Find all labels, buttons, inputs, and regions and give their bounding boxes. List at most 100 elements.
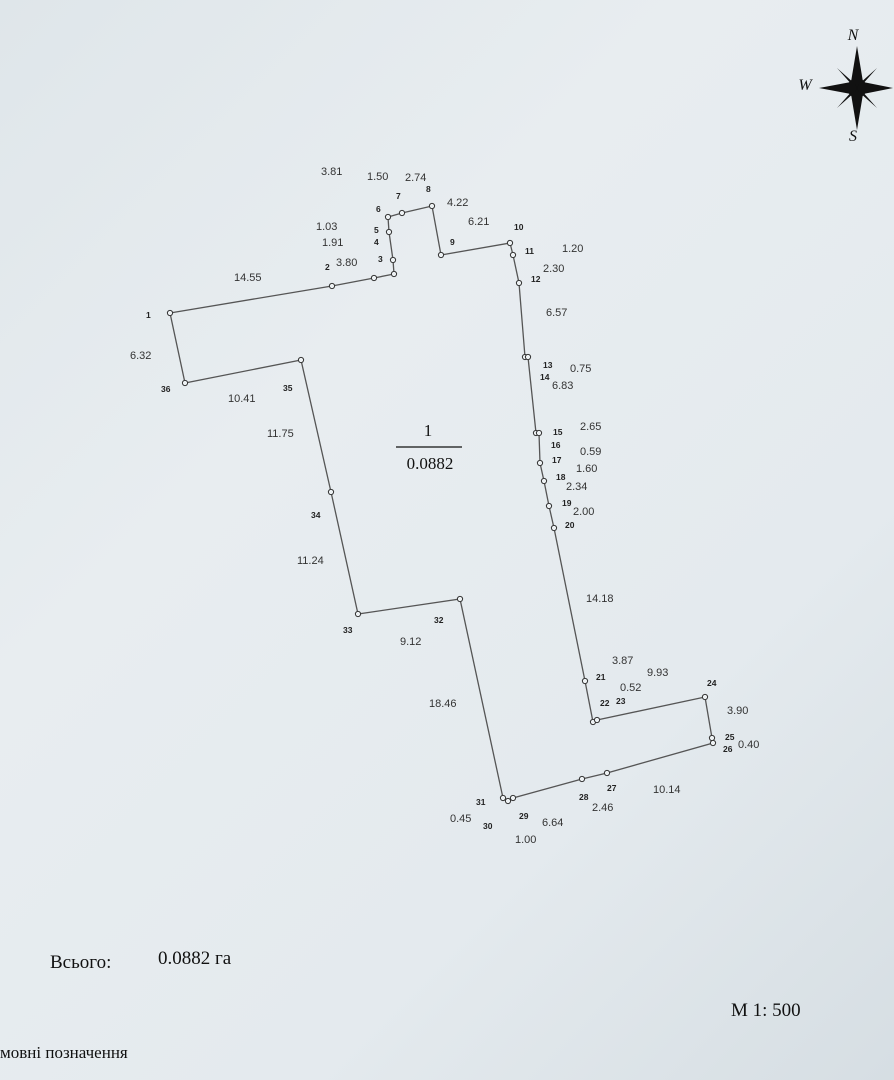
plot-area-label: 1 0.0882 [396,421,462,473]
boundary-vertex [181,379,189,387]
boundary-vertex [328,282,336,290]
boundary-vertex [506,239,514,247]
total-label: Всього: [50,952,112,973]
plot-area: 0.0882 [407,454,454,473]
segment-length-label: 0.45 [450,813,471,825]
compass-west-label: W [798,77,813,94]
point-number-label: 23 [616,696,626,706]
boundary-vertex [428,202,436,210]
point-number-label: 2 [325,262,330,272]
boundary-vertex [370,274,378,282]
segment-length-label: 3.87 [612,655,633,667]
point-number-label: 32 [434,615,444,625]
point-number-label: 27 [607,783,617,793]
segment-length-label: 2.30 [543,263,564,275]
point-number-label: 11 [525,246,534,256]
point-number-label: 20 [565,520,575,530]
segment-length-label: 11.75 [267,428,294,440]
segment-length-label: 4.22 [447,197,468,209]
segment-length-label: 2.74 [405,172,426,184]
boundary-vertex [524,353,532,361]
point-number-label: 14 [540,372,550,382]
point-number-label: 36 [161,384,171,394]
boundary-vertex [509,251,517,259]
point-number-label: 16 [551,440,561,450]
boundary-vertex [540,477,548,485]
segment-length-label: 2.46 [592,802,613,814]
point-number-label: 13 [543,360,553,370]
segment-length-label: 10.14 [653,784,681,796]
point-number-label: 22 [600,698,610,708]
segment-length-label: 11.24 [297,555,324,567]
boundary-vertex [545,502,553,510]
point-number-label: 8 [426,184,431,194]
segment-length-label: 2.34 [566,481,587,493]
segment-length-label: 3.80 [336,257,357,269]
point-number-label: 33 [343,625,353,635]
boundary-vertex [603,769,611,777]
point-number-label: 34 [311,510,321,520]
boundary-vertex [578,775,586,783]
boundary-vertex [398,209,406,217]
point-number-label: 28 [579,792,589,802]
compass-rose-icon: N W S [798,27,893,145]
segment-length-label: 6.32 [130,350,151,362]
boundary-vertex [509,794,517,802]
boundary-vertex [550,524,558,532]
segment-length-label: 9.93 [647,667,668,679]
boundary-vertex [384,213,392,221]
compass-south-label: S [849,128,857,145]
point-number-label: 19 [562,498,572,508]
boundary-vertex [701,693,709,701]
segment-length-label: 0.75 [570,363,591,375]
segment-length-label: 9.12 [400,636,421,648]
point-number-label: 25 [725,732,735,742]
segment-length-label: 18.46 [429,698,457,710]
map-scale: М 1: 500 [731,1000,801,1021]
segment-length-label: 14.18 [586,593,614,605]
point-number-label: 26 [723,744,733,754]
boundary-vertex [593,716,601,724]
point-number-label: 24 [707,678,717,688]
point-number-label: 18 [556,472,566,482]
point-number-label: 9 [450,237,455,247]
point-number-label: 1 [146,310,151,320]
segment-length-label: 0.40 [738,739,759,751]
boundary-vertex [515,279,523,287]
segment-length-label: 0.52 [620,682,641,694]
point-number-label: 6 [376,204,381,214]
point-number-label: 12 [531,274,541,284]
point-number-label: 5 [374,225,379,235]
boundary-vertex [297,356,305,364]
segment-length-label: 3.90 [727,705,748,717]
boundary-vertex [456,595,464,603]
segment-length-label: 14.55 [234,272,262,284]
point-number-label: 31 [476,797,486,807]
point-number-label: 21 [596,672,606,682]
segment-length-label: 2.00 [573,506,594,518]
boundary-vertex [504,797,512,805]
point-number-label: 7 [396,191,401,201]
boundary-vertex [389,256,397,264]
total-value: 0.0882 га [158,948,232,969]
boundary-vertex [354,610,362,618]
parcel-boundary [169,205,714,802]
boundary-vertex [437,251,445,259]
segment-length-label: 1.20 [562,243,583,255]
boundary-vertex [166,309,174,317]
boundary-vertex [327,488,335,496]
segment-length-label: 10.41 [228,393,256,405]
point-number-label: 30 [483,821,493,831]
boundary-vertex [581,677,589,685]
boundary-vertex [535,429,543,437]
segment-length-label: 1.91 [322,237,343,249]
segment-length-label: 1.00 [515,834,536,846]
segment-length-label: 1.03 [316,221,337,233]
point-number-label: 4 [374,237,379,247]
segment-length-label: 0.59 [580,446,601,458]
segment-length-label: 3.81 [321,166,342,178]
legend-title: мовні позначення [0,1043,128,1062]
boundary-vertex [708,734,716,742]
